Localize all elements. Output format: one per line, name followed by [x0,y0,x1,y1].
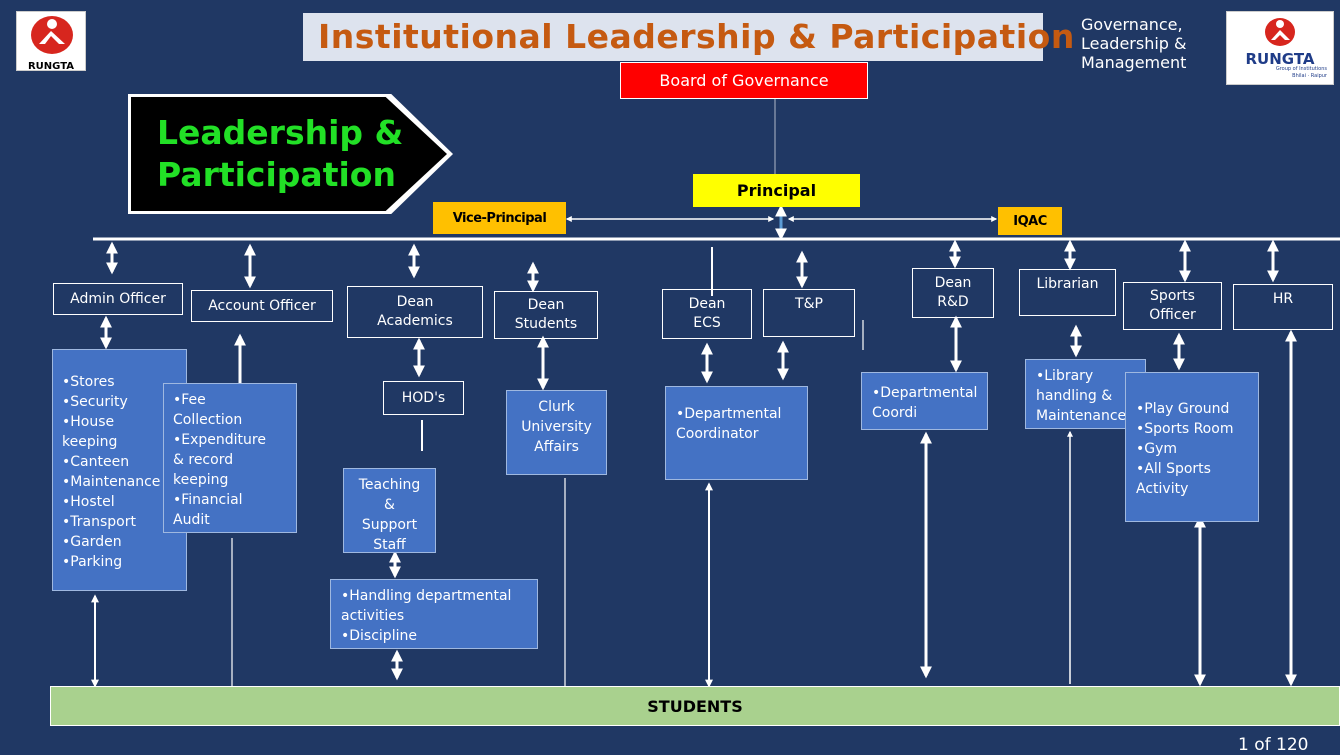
logo-emblem-icon [1265,18,1295,46]
board-of-governance-box: Board of Governance [620,62,868,99]
students-bar: STUDENTS [50,686,1340,726]
rungta-logo-right: RUNGTA Group of Institutions Bhilai · Ra… [1226,11,1334,85]
page-title: Institutional Leadership & Participation [318,17,1075,56]
rungta-logo-left: RUNGTA [16,11,86,72]
dept-coordi-box: •Departmental Coordi [861,372,988,430]
banner-fill [131,97,447,211]
clurk-university-box: Clurk University Affairs [506,390,607,475]
hods-box: HOD's [383,381,464,415]
principal-box: Principal [693,174,860,207]
rungta-wordmark: RUNGTA [1245,50,1315,68]
logo-emblem-icon [31,16,73,54]
dean-academics-box: Dean Academics [347,286,483,338]
hr-box: HR [1233,284,1333,330]
account-officer-box: Account Officer [191,290,333,322]
rungta-sub-label: Group of Institutions [1275,66,1327,72]
teaching-staff-box: Teaching & Support Staff [343,468,436,553]
vice-principal-box: Vice-Principal [433,202,566,234]
dean-students-box: Dean Students [494,291,598,339]
tp-box: T&P [763,289,855,337]
dean-rd-box: Dean R&D [912,268,994,318]
iqac-box: IQAC [998,207,1062,235]
librarian-box: Librarian [1019,269,1116,316]
handling-duties-box: •Handling departmental activities •Disci… [330,579,538,649]
account-duties-box: •Fee Collection •Expenditure & record ke… [163,383,297,533]
rungta-location-label: Bhilai · Raipur [1292,73,1327,79]
dean-ecs-box: Dean ECS [662,289,752,339]
sports-duties-box: •Play Ground •Sports Room •Gym •All Spor… [1125,372,1259,522]
admin-officer-box: Admin Officer [53,283,183,315]
governance-label: Governance, Leadership & Management [1081,15,1187,72]
sports-officer-box: Sports Officer [1123,282,1222,330]
dept-coordinator-box: •Departmental Coordinator [665,386,808,480]
banner-text: Leadership & Participation [157,113,404,194]
title-band [303,13,1043,61]
page-counter: 1 of 120 [1238,735,1309,755]
